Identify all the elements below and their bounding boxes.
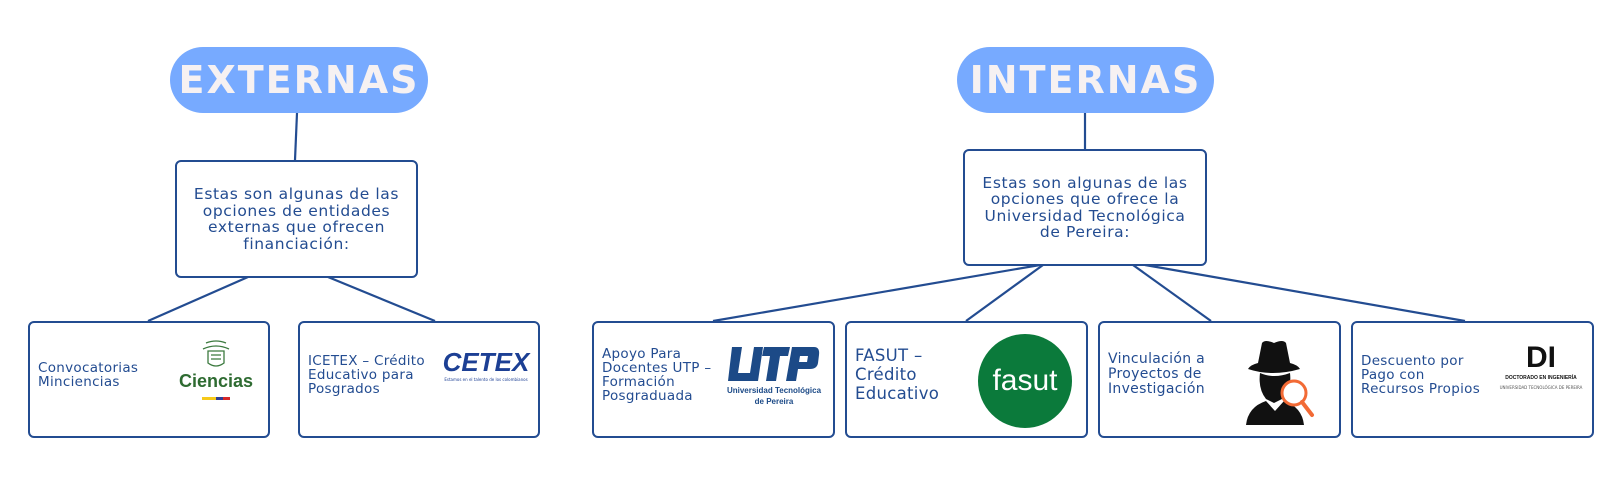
card-label: Descuento por Pago con Recursos Propios	[1361, 352, 1481, 397]
externas-description-box: Estas son algunas de las opciones de ent…	[175, 160, 418, 278]
connector-externas-title	[293, 112, 299, 161]
icetex-logo: CETEX Estamos en el talento de los colom…	[438, 349, 534, 385]
externas-title-pill: EXTERNAS	[170, 47, 428, 113]
card-label: FASUT – Crédito Educativo	[855, 346, 940, 403]
minciencias-logo-text: Ciencias	[178, 371, 254, 391]
utp-mark-icon	[728, 347, 820, 381]
connector-internas-2	[965, 264, 1044, 322]
coat-of-arms-icon	[202, 340, 230, 367]
doctorado-logo-subtext1: DOCTORADO EN INGENIERÍA	[1505, 375, 1577, 381]
icetex-logo-subtext: Estamos en el talento de los colombianos	[444, 377, 528, 382]
doctorado-logo: DI DOCTORADO EN INGENIERÍA UNIVERSIDAD T…	[1493, 343, 1589, 399]
externas-description: Estas son algunas de las opciones de ent…	[193, 185, 400, 253]
utp-logo-subtext2: de Pereira	[754, 397, 794, 406]
internas-card-utp[interactable]: Apoyo Para Docentes UTP – Formación Posg…	[592, 321, 835, 438]
internas-card-investigacion[interactable]: Vinculación a Proyectos de Investigación	[1098, 321, 1341, 438]
fasut-logo: fasut	[978, 334, 1072, 428]
doctorado-logo-subtext2: UNIVERSIDAD TECNOLÓGICA DE PEREIRA	[1499, 385, 1583, 390]
detective-icon	[1230, 335, 1320, 425]
connector-internas-3	[1132, 264, 1212, 322]
connector-internas-1	[712, 263, 1041, 323]
internas-description: Estas son algunas de las opciones que of…	[982, 173, 1188, 241]
internas-description-box: Estas son algunas de las opciones que of…	[963, 149, 1207, 266]
externas-title: EXTERNAS	[178, 58, 420, 102]
internas-card-recursos-propios[interactable]: Descuento por Pago con Recursos Propios …	[1351, 321, 1594, 438]
colombia-flag-stripe	[202, 397, 230, 400]
connector-externas-left	[147, 275, 249, 323]
connector-internas-4	[1144, 263, 1466, 323]
utp-logo-subtext1: Universidad Tecnológica	[726, 386, 822, 395]
internas-title-pill: INTERNAS	[957, 47, 1214, 113]
card-label: Vinculación a Proyectos de Investigación	[1108, 351, 1206, 397]
card-label: ICETEX – Crédito Educativo para Posgrado…	[308, 352, 425, 397]
internas-title: INTERNAS	[969, 58, 1202, 102]
icetex-logo-text: CETEX	[442, 347, 530, 377]
connector-externas-right	[327, 275, 436, 323]
externas-card-icetex[interactable]: ICETEX – Crédito Educativo para Posgrado…	[298, 321, 540, 438]
externas-card-minciencias[interactable]: Convocatorias Minciencias Ciencias	[28, 321, 270, 438]
utp-logo: Universidad Tecnológica de Pereira	[722, 345, 826, 411]
card-label: Convocatorias Minciencias	[38, 359, 139, 390]
card-label: Apoyo Para Docentes UTP – Formación Posg…	[602, 345, 712, 404]
doctorado-logo-text: DI	[1526, 341, 1556, 374]
fasut-logo-text: fasut	[992, 364, 1058, 397]
internas-card-fasut[interactable]: FASUT – Crédito Educativo fasut	[845, 321, 1088, 438]
minciencias-logo: Ciencias	[174, 339, 258, 409]
